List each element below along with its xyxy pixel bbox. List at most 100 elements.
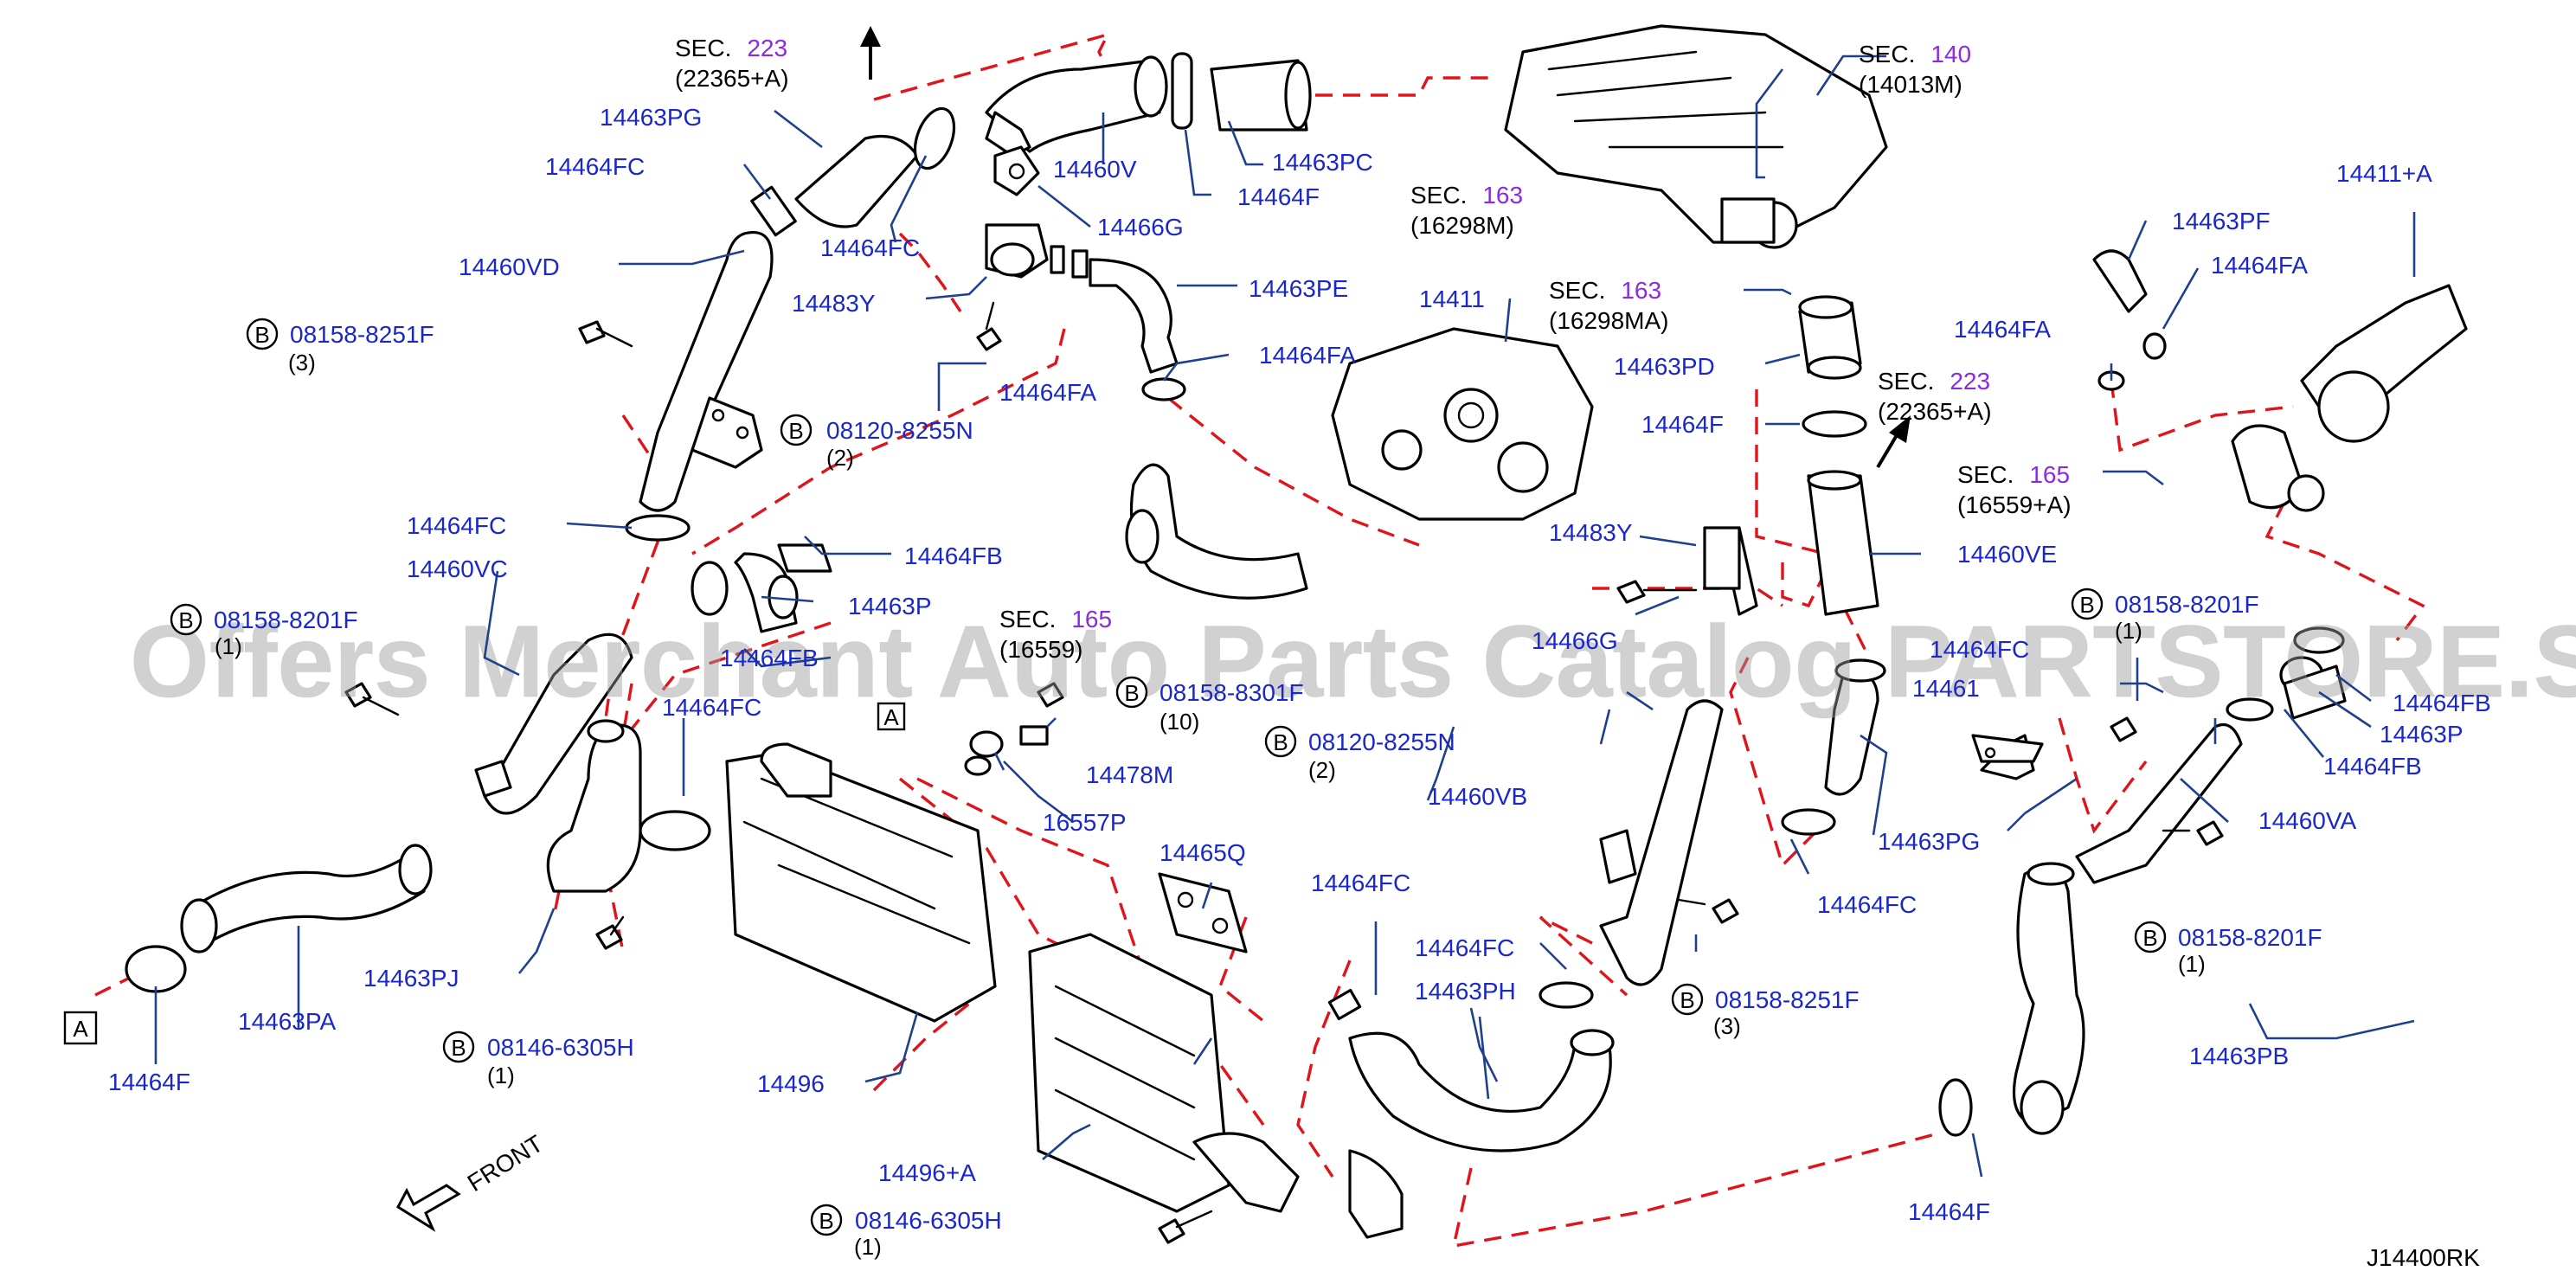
bolt-marker: B bbox=[819, 1208, 833, 1234]
pipe-14463pe-lower bbox=[1125, 463, 1308, 600]
bolt-code: 08146-6305H bbox=[855, 1207, 1002, 1234]
diagram-code: J14400RK bbox=[2367, 1244, 2480, 1271]
part-label: 14461 bbox=[1912, 675, 1980, 702]
part-label: 14466G bbox=[1532, 627, 1618, 654]
part-label: 14464FC bbox=[1311, 870, 1410, 896]
bolt-qty: (1) bbox=[2115, 618, 2142, 644]
section-prefix: SEC. bbox=[1957, 461, 2014, 488]
bolts-top-left bbox=[578, 301, 1002, 351]
part-label: 14483Y bbox=[1549, 519, 1633, 546]
section-prefix: SEC. bbox=[1878, 368, 1934, 395]
section-prefix: SEC. bbox=[999, 606, 1056, 632]
hose-14463pg-right bbox=[1781, 658, 1886, 836]
sensor-14483y-top bbox=[985, 223, 1065, 279]
section-140: SEC.140 (14013M) bbox=[1859, 41, 1971, 98]
bolt-qty: (1) bbox=[487, 1063, 515, 1088]
bolt-marker: B bbox=[788, 418, 803, 444]
section-223-right: SEC.223 (22365+A) bbox=[1878, 368, 1992, 425]
hose-14463pa bbox=[180, 844, 433, 953]
part-label: 14464FB bbox=[904, 542, 1003, 569]
part-label: 14411+A bbox=[2336, 160, 2432, 187]
hose-14463pd bbox=[1798, 295, 1862, 380]
part-label: 14464FC bbox=[545, 153, 645, 180]
section-ref: (22365+A) bbox=[675, 65, 789, 92]
section-165-mid: SEC. 165 (16559) bbox=[999, 606, 1112, 663]
bolt-marker: B bbox=[2142, 925, 2157, 951]
bolt-marker: B bbox=[1124, 680, 1139, 706]
bolt-code: 08158-8201F bbox=[214, 607, 358, 633]
part-label: 14463PH bbox=[1415, 978, 1516, 1005]
hose-14463pb bbox=[2012, 862, 2085, 1135]
arrow-up-right-icon bbox=[1876, 415, 1911, 469]
bolt-qty: (10) bbox=[1160, 709, 1199, 735]
view-marker-label: A bbox=[883, 704, 899, 730]
bolt-code: 08158-8201F bbox=[2115, 591, 2259, 618]
bolt-marker: B bbox=[254, 322, 269, 348]
view-marker-label: A bbox=[73, 1016, 88, 1042]
intercooler-14496a bbox=[1028, 933, 1404, 1239]
callout-leader-lines bbox=[154, 55, 2416, 1178]
part-label: 14464F bbox=[1908, 1198, 1990, 1225]
front-arrow-icon bbox=[396, 1184, 461, 1232]
bolt-callout: B 08158-8201F (1) bbox=[170, 603, 358, 659]
bolt-callout: B 08120-8255N (2) bbox=[1264, 725, 1455, 783]
svg-text:SEC.165: SEC. 165 bbox=[999, 606, 1112, 632]
part-label: 14463PC bbox=[1272, 149, 1373, 176]
bolt-code: 08158-8301F bbox=[1160, 679, 1304, 706]
bolt-callout: B 08120-8255N (2) bbox=[780, 414, 973, 471]
gasket-14466g-top bbox=[993, 145, 1040, 196]
bolt-marker: B bbox=[2079, 592, 2094, 618]
part-label: 14463PF bbox=[2172, 208, 2271, 234]
part-label: 14483Y bbox=[792, 290, 876, 317]
part-label: 14464F bbox=[108, 1069, 190, 1095]
part-label: 14496 bbox=[757, 1070, 825, 1097]
bolt-qty: (1) bbox=[854, 1234, 882, 1260]
part-label: 14496+A bbox=[878, 1159, 976, 1186]
part-label: 14464FA bbox=[2211, 252, 2308, 279]
svg-text:SEC.223: SEC. 223 bbox=[1878, 368, 1990, 395]
part-label: 14411 bbox=[1419, 286, 1485, 312]
svg-text:SEC.165: SEC. 165 bbox=[1957, 461, 2070, 488]
bolt-marker: B bbox=[451, 1035, 466, 1061]
pipe-14460vc bbox=[474, 632, 633, 815]
clamp-14464f-bottom-right bbox=[1938, 1078, 1973, 1137]
bolt-marker: B bbox=[178, 607, 193, 633]
pipe-14460vb bbox=[1599, 699, 1724, 986]
part-label: 14463PE bbox=[1249, 275, 1348, 302]
part-label: 14465Q bbox=[1160, 839, 1246, 866]
section-number: 165 bbox=[1071, 606, 1112, 632]
section-prefix: SEC. bbox=[1410, 182, 1467, 209]
part-label: 14464FB bbox=[720, 645, 819, 671]
pipe-14478m-16557p bbox=[964, 725, 1049, 776]
section-number: 223 bbox=[1950, 368, 1990, 395]
part-label: 14464F bbox=[1641, 411, 1724, 438]
part-label: 14464FA bbox=[1954, 316, 2051, 343]
bolt-callout: B 08158-8201F (1) bbox=[2134, 921, 2322, 977]
section-number: 165 bbox=[2029, 461, 2070, 488]
part-label: 14460VD bbox=[459, 254, 560, 280]
clamp-14464f-top bbox=[1171, 52, 1193, 130]
hose-14463pc bbox=[1210, 59, 1312, 132]
svg-text:SEC.163: SEC.163 bbox=[1549, 277, 1661, 304]
svg-text:SEC.223: SEC.223 bbox=[675, 35, 787, 61]
bolt-qty: (3) bbox=[288, 350, 316, 376]
bolt-code: 08158-8251F bbox=[1715, 986, 1860, 1013]
bolt-qty: (1) bbox=[215, 633, 242, 659]
bolt-marker: B bbox=[1680, 987, 1694, 1013]
turbocharger-14411 bbox=[1331, 327, 1594, 521]
part-label: 14463PJ bbox=[363, 965, 459, 992]
bolt-callout: B 08146-6305H (1) bbox=[442, 1030, 634, 1088]
part-label: 14460VC bbox=[407, 555, 508, 582]
bolt-code: 08120-8255N bbox=[826, 417, 973, 444]
bolt-labels: B 08158-8251F (3) B 08120-8255N (2) B 08… bbox=[170, 318, 2322, 1260]
section-prefix: SEC. bbox=[1549, 277, 1605, 304]
hose-14463pj bbox=[546, 719, 642, 893]
section-prefix: SEC. bbox=[675, 35, 731, 61]
part-label: 14460VB bbox=[1428, 783, 1527, 810]
hose-14463ph bbox=[1348, 981, 1615, 1152]
part-label: 14464FB bbox=[2323, 753, 2422, 780]
intercooler-14496 bbox=[725, 742, 997, 1023]
section-ref: (16559) bbox=[999, 636, 1083, 663]
bolt-code: 08158-8251F bbox=[290, 321, 434, 348]
parts-drawing bbox=[125, 24, 2468, 1244]
